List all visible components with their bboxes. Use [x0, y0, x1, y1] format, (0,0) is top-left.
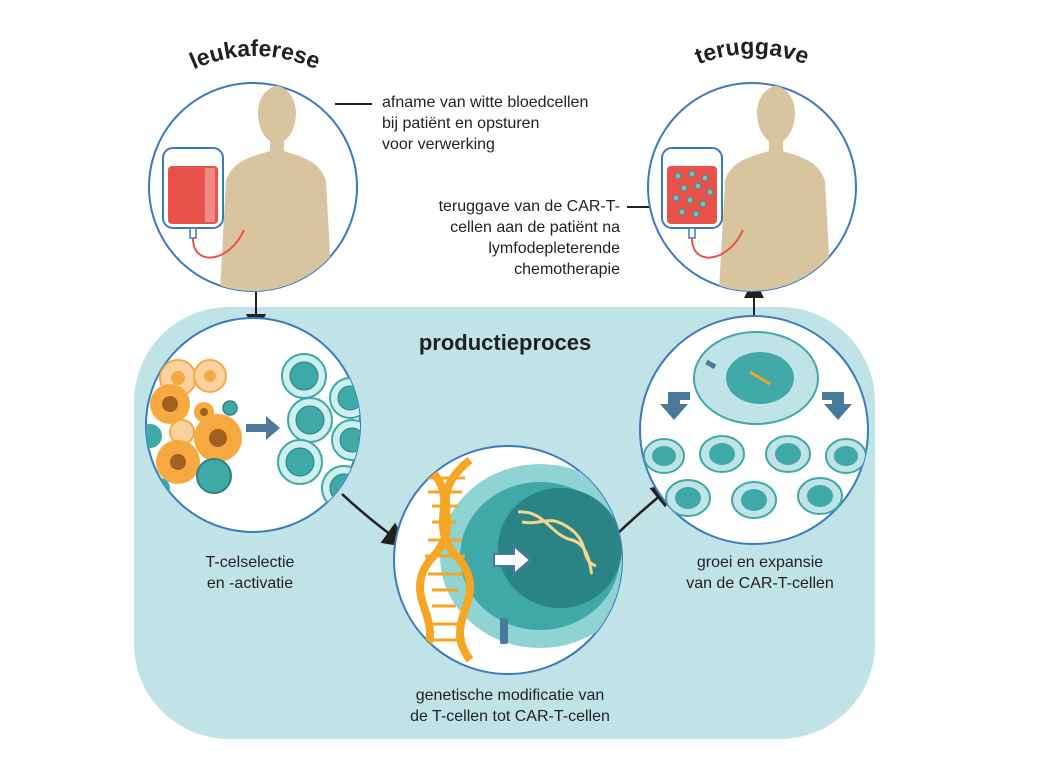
- dna-helix-icon: [517, 510, 597, 575]
- productieproces-title: productieproces: [418, 330, 592, 355]
- groei-label: groei en expansie van de CAR-T-cellen: [686, 554, 834, 592]
- teruggave-circle: [647, 82, 857, 292]
- orange-cells: [150, 359, 242, 484]
- blood-bag-icon: [661, 147, 744, 259]
- leukaferese-circle: [148, 82, 358, 292]
- blood-bag-icon: [162, 147, 245, 259]
- arrow-curve-icon: [341, 493, 409, 548]
- arrow-icon: [660, 392, 690, 420]
- teruggave-label: teruggave van de CAR-T- cellen aan de pa…: [438, 198, 620, 278]
- afname-label: afname van witte bloedcellen bij patiënt…: [382, 94, 589, 153]
- body-silhouette-icon: [719, 85, 831, 291]
- arrow-icon: [246, 416, 280, 440]
- modification-circle: [393, 445, 623, 675]
- teruggave-title: teruggave: [691, 33, 812, 69]
- arrow-icon: [493, 543, 532, 577]
- arrow-icon: [822, 392, 852, 420]
- modificatie-label: genetische modificatie van de T-cellen t…: [410, 687, 610, 725]
- expansion-circle: [639, 315, 869, 545]
- leukaferese-title: leukaferese: [186, 35, 325, 74]
- selection-circle: [145, 317, 361, 533]
- body-silhouette-icon: [220, 85, 332, 291]
- selectie-label: T-celselectie en -activatie: [205, 554, 295, 592]
